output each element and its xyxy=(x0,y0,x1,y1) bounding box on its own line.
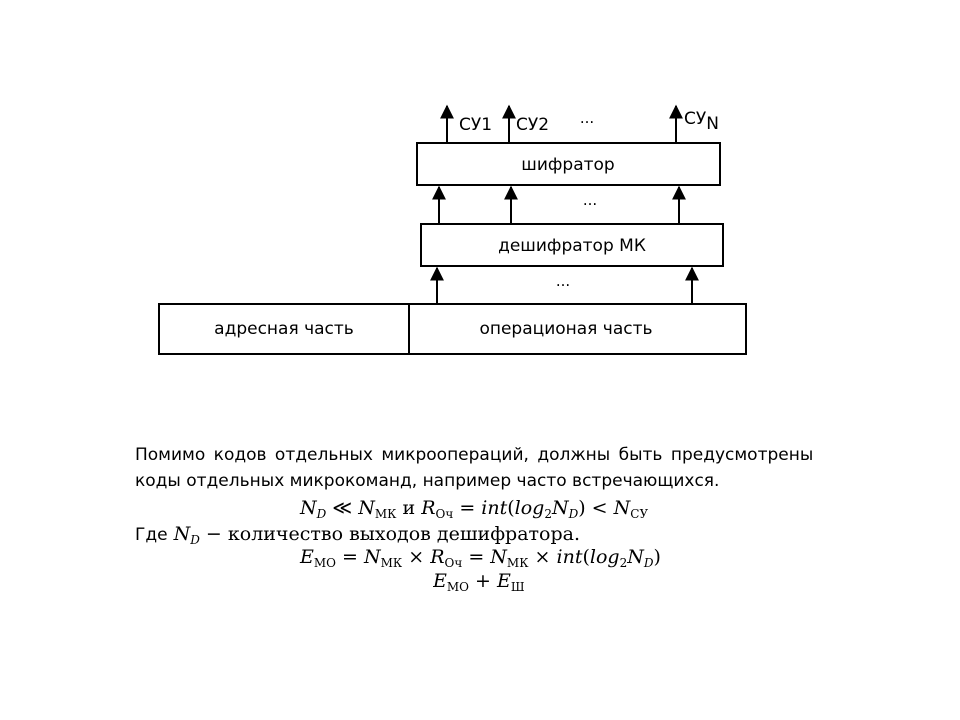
decoder-box xyxy=(420,223,724,267)
encoder-label: шифратор xyxy=(521,155,614,175)
output-label-n: СУN xyxy=(684,109,719,134)
where-line: Где ND − количество выходов дешифратора. xyxy=(135,523,581,547)
ellipsis-decoder-encoder: ... xyxy=(583,191,597,209)
output-label-1: СУ1 xyxy=(459,115,492,135)
formula-memory-capacity: EМО = NМК × RОч = NМК × int(log2ND) xyxy=(300,546,661,570)
output-label-2: СУ2 xyxy=(516,115,549,135)
formula-total-capacity: EМО + EШ xyxy=(433,570,525,594)
encoder-box xyxy=(416,142,721,186)
ellipsis-op-decoder: ... xyxy=(556,272,570,290)
operation-field-label: операционая часть xyxy=(479,319,652,339)
operation-field-box xyxy=(408,303,747,355)
address-field-label: адресная часть xyxy=(214,319,354,339)
paragraph-line-2: коды отдельных микрокоманд, например час… xyxy=(135,471,720,491)
decoder-label: дешифратор МК xyxy=(498,236,646,256)
ellipsis-outputs: ... xyxy=(580,109,594,127)
paragraph-line-1: Помимо кодов отдельных микроопераций, до… xyxy=(135,445,814,465)
description-paragraph: Помимо кодов отдельных микроопераций, до… xyxy=(135,442,835,494)
address-field-box xyxy=(158,303,410,355)
microinstruction-format-diagram: шифратор дешифратор МК адресная часть оп… xyxy=(158,104,747,355)
formula-decoder-bits: ND ≪ NМК и RОч = int(log2ND) < NСУ xyxy=(300,497,649,521)
